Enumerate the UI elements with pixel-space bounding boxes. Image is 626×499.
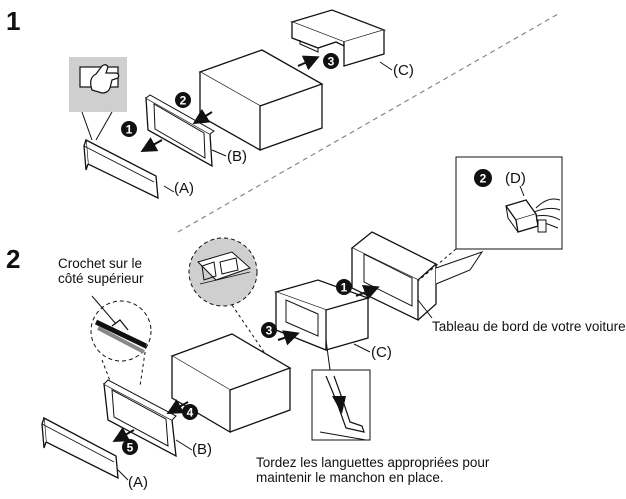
tab-bend-detail bbox=[311, 369, 371, 441]
sleeve-c-step1 bbox=[289, 9, 387, 67]
sleeve-c-step2 bbox=[273, 279, 371, 351]
tabs-caption: Tordez les languettes appropriées pour m… bbox=[256, 455, 489, 485]
marker-5-step2: 5 bbox=[122, 439, 138, 455]
section-divider bbox=[177, 13, 559, 233]
marker-1-step1: 1 bbox=[121, 121, 137, 137]
faceplate-a-step1 bbox=[83, 138, 159, 200]
trim-plate-b-step2 bbox=[103, 379, 177, 458]
trim-plate-b-step1 bbox=[145, 94, 215, 168]
marker-1-step2: 1 bbox=[336, 279, 352, 295]
svg-text:1: 1 bbox=[126, 123, 133, 137]
label-c-step1: (C) bbox=[393, 62, 414, 79]
arrow-3-step2 bbox=[277, 330, 300, 346]
dashboard-frame bbox=[350, 231, 484, 322]
label-c-step2: (C) bbox=[371, 344, 392, 361]
arrow-3-step1 bbox=[297, 55, 320, 71]
marker-3-step2: 3 bbox=[261, 322, 277, 338]
arrow-4-step2 bbox=[166, 399, 189, 414]
svg-text:1: 1 bbox=[341, 281, 348, 295]
label-b-step1: (B) bbox=[227, 148, 247, 165]
label-b-step2: (B) bbox=[192, 441, 212, 458]
arrow-5-step2 bbox=[112, 427, 135, 442]
hook-caption-line2: côté supérieur bbox=[58, 271, 144, 286]
release-button-callout bbox=[69, 57, 127, 141]
hook-caption: Crochet sur le côté supérieur bbox=[58, 256, 144, 286]
svg-text:4: 4 bbox=[187, 406, 194, 420]
sleeve-detail-callout bbox=[188, 237, 258, 307]
hand-icon bbox=[90, 64, 120, 94]
faceplate-a-step2 bbox=[41, 416, 119, 480]
main-unit-step2 bbox=[170, 333, 292, 434]
svg-text:3: 3 bbox=[266, 324, 273, 338]
arrow-1-step1 bbox=[140, 137, 163, 152]
hook-detail-callout bbox=[90, 300, 152, 362]
label-d: (D) bbox=[505, 170, 526, 187]
label-a-step2: (A) bbox=[128, 474, 148, 491]
marker-2-step2: 2 bbox=[474, 169, 492, 187]
svg-text:5: 5 bbox=[127, 441, 134, 455]
tabs-caption-line2: maintenir le manchon en place. bbox=[256, 470, 444, 485]
arrow-1-step2 bbox=[355, 285, 380, 300]
marker-3-step1: 3 bbox=[323, 53, 339, 69]
step-number-2: 2 bbox=[6, 244, 21, 274]
hook-caption-line1: Crochet sur le bbox=[58, 256, 143, 271]
label-a-step1: (A) bbox=[174, 180, 194, 197]
step-number-1: 1 bbox=[6, 6, 21, 36]
arrow-2-step1 bbox=[192, 108, 213, 125]
main-unit-step1 bbox=[198, 49, 324, 152]
marker-2-step1: 2 bbox=[175, 92, 191, 108]
marker-4-step2: 4 bbox=[182, 404, 198, 420]
svg-text:2: 2 bbox=[480, 172, 487, 186]
dashboard-caption: Tableau de bord de votre voiture bbox=[432, 319, 626, 334]
svg-text:3: 3 bbox=[328, 55, 335, 69]
svg-text:2: 2 bbox=[180, 94, 187, 108]
connector-d-callout bbox=[455, 156, 563, 250]
tabs-caption-line1: Tordez les languettes appropriées pour bbox=[256, 455, 490, 470]
